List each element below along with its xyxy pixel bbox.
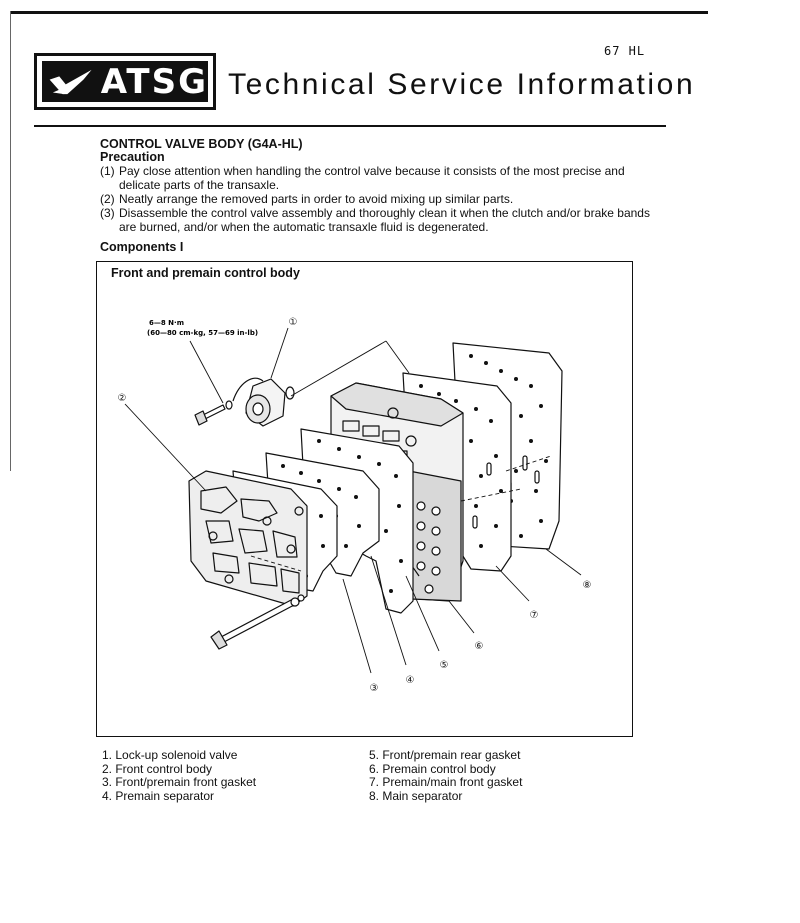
section-title: CONTROL VALVE BODY (G4A-HL) — [100, 137, 303, 151]
callout-8: ⑧ — [583, 580, 592, 591]
callout-6: ⑥ — [475, 641, 484, 652]
callout-1: ① — [289, 317, 298, 328]
short-bolt — [194, 400, 233, 426]
legend-item: 2. Front control body — [102, 761, 213, 776]
legend-item: 8. Main separator — [369, 788, 463, 803]
precaution-item: (2) Neatly arrange the removed parts in o… — [100, 192, 660, 206]
precaution-text: Disassemble the control valve assembly a… — [119, 206, 650, 234]
leader-lines — [124, 327, 582, 674]
checkmark-logo-icon — [49, 69, 92, 94]
precaution-text: Pay close attention when handling the co… — [119, 164, 625, 192]
parts-legend-left: 1. Lock-up solenoid valve 2. Front contr… — [102, 748, 257, 803]
precaution-number: (2) — [100, 192, 115, 206]
legend-item: 1. Lock-up solenoid valve — [102, 748, 238, 762]
precaution-number: (3) — [100, 206, 115, 220]
components-heading: Components I — [100, 240, 184, 254]
components-figure: Front and premain control body — [96, 261, 633, 737]
valve-body-exploded-diagram: 6—8 N·m (60—80 cm-kg, 57—69 in-lb) ① ② ③… — [118, 317, 592, 694]
legend-item: 5. Front/premain rear gasket — [369, 748, 521, 762]
front-control-body — [188, 470, 308, 607]
long-bolt — [210, 594, 305, 650]
legend-item: 3. Front/premain front gasket — [102, 775, 257, 789]
precaution-heading: Precaution — [100, 150, 165, 164]
precaution-number: (1) — [100, 164, 115, 178]
logo-text: ATSG — [100, 61, 208, 102]
figure-title: Front and premain control body — [111, 266, 300, 280]
torque-spec-line1: 6—8 N·m — [149, 319, 184, 327]
header-title: Technical Service Information — [228, 68, 696, 101]
callout-4: ④ — [406, 675, 415, 686]
legend-item: 7. Premain/main front gasket — [369, 775, 523, 789]
callout-5: ⑤ — [440, 660, 449, 671]
precaution-text: Neatly arrange the removed parts in orde… — [119, 192, 514, 206]
legend-item: 6. Premain control body — [369, 761, 496, 776]
callout-2: ② — [118, 393, 127, 404]
legend-item: 4. Premain separator — [102, 788, 215, 803]
precaution-list: (1) Pay close attention when handling the… — [100, 164, 660, 234]
precaution-item: (3) Disassemble the control valve assembl… — [100, 206, 660, 234]
left-scan-edge — [10, 11, 11, 471]
top-border-rule — [10, 11, 708, 14]
callout-7: ⑦ — [530, 610, 539, 621]
page-number: 67 HL — [604, 44, 646, 58]
precaution-item: (1) Pay close attention when handling the… — [100, 164, 660, 192]
callout-3: ③ — [370, 683, 379, 694]
atsg-logo: ATSG — [34, 53, 216, 110]
header-rule — [34, 125, 666, 127]
lock-up-solenoid-valve — [232, 377, 295, 427]
torque-spec-line2: (60—80 cm-kg, 57—69 in-lb) — [147, 329, 258, 337]
parts-legend-right: 5. Front/premain rear gasket 6. Premain … — [369, 748, 523, 803]
